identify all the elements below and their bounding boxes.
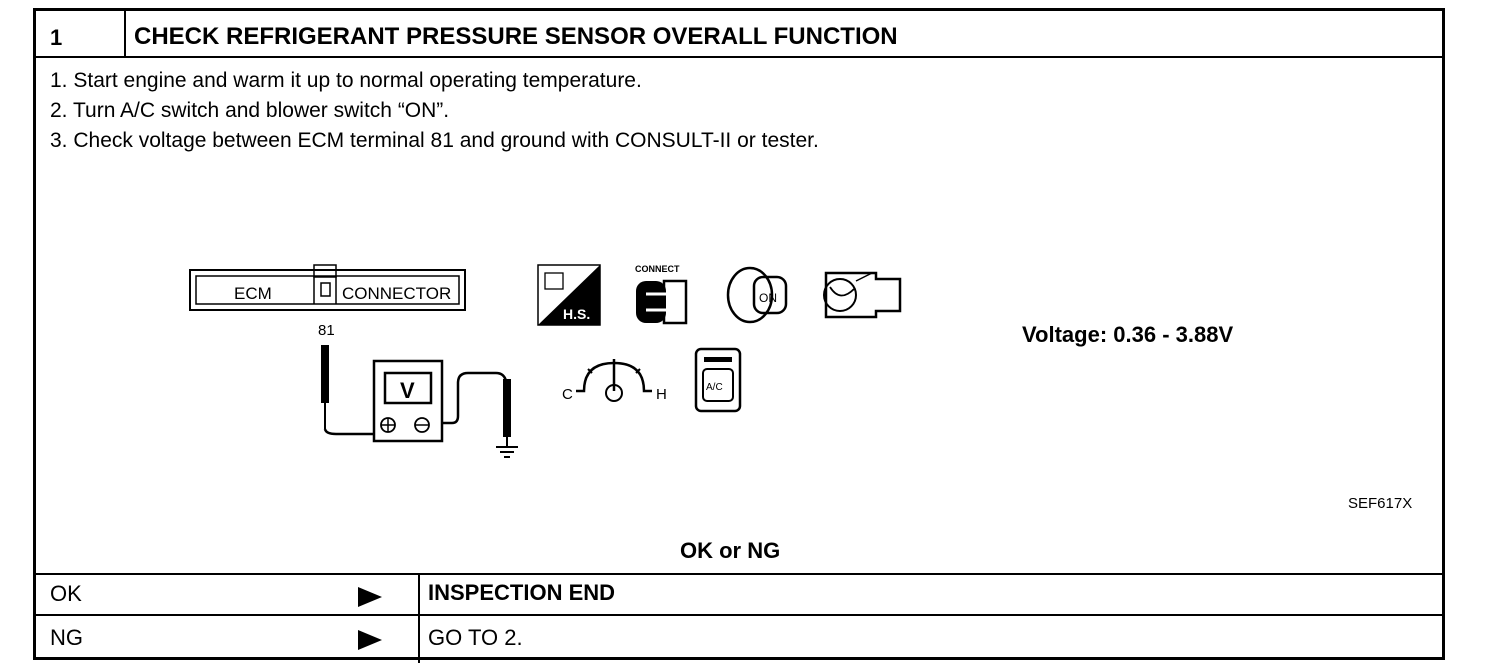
step-number: 1 xyxy=(50,25,63,50)
ignition-on-icon: ON xyxy=(726,266,788,324)
header-rule xyxy=(36,56,1442,58)
connect-icon: CONNECT xyxy=(635,264,688,325)
arrow-right-icon xyxy=(358,587,382,607)
temperature-gauge-icon: C H xyxy=(562,359,667,403)
step-title: CHECK REFRIGERANT PRESSURE SENSOR OVERAL… xyxy=(134,23,898,50)
arrow-right-icon xyxy=(358,630,382,650)
result-ok-label: OK xyxy=(50,581,82,606)
ac-switch-icon: A/C xyxy=(694,347,742,413)
measurement-diagram: ECM CONNECTOR 81 V xyxy=(189,264,902,458)
voltage-spec: Voltage: 0.36 - 3.88V xyxy=(1022,322,1234,347)
header-divider xyxy=(124,11,126,56)
result-ng-action: GO TO 2. xyxy=(428,625,523,650)
procedure-step-3: 3. Check voltage between ECM terminal 81… xyxy=(50,129,819,152)
voltmeter-circuit: V xyxy=(321,345,518,458)
results-divider xyxy=(418,573,420,663)
on-label: ON xyxy=(759,291,777,305)
figure-code: SEF617X xyxy=(1348,495,1413,512)
engine-icon xyxy=(823,271,902,319)
connector-label: CONNECTOR xyxy=(342,284,451,303)
ecm-label: ECM xyxy=(234,284,272,303)
connect-label: CONNECT xyxy=(635,264,680,274)
procedure-step-2: 2. Turn A/C switch and blower switch “ON… xyxy=(50,99,450,122)
inspection-step-table: 1 CHECK REFRIGERANT PRESSURE SENSOR OVER… xyxy=(33,8,1445,663)
hs-tester-icon: H.S. xyxy=(537,264,601,326)
results-top-rule xyxy=(36,573,1442,575)
procedure-step-1: 1. Start engine and warm it up to normal… xyxy=(50,69,642,92)
result-ok-action: INSPECTION END xyxy=(428,580,616,605)
temp-hot-label: H xyxy=(656,386,667,403)
hs-label: H.S. xyxy=(563,306,590,322)
temp-cold-label: C xyxy=(562,386,573,403)
results-mid-rule xyxy=(36,614,1442,616)
result-prompt: OK or NG xyxy=(680,538,781,563)
ecm-connector: ECM CONNECTOR xyxy=(189,264,466,311)
ac-label: A/C xyxy=(706,382,723,393)
terminal-number: 81 xyxy=(318,322,335,339)
voltmeter-label: V xyxy=(400,378,415,403)
result-ng-label: NG xyxy=(50,625,83,650)
